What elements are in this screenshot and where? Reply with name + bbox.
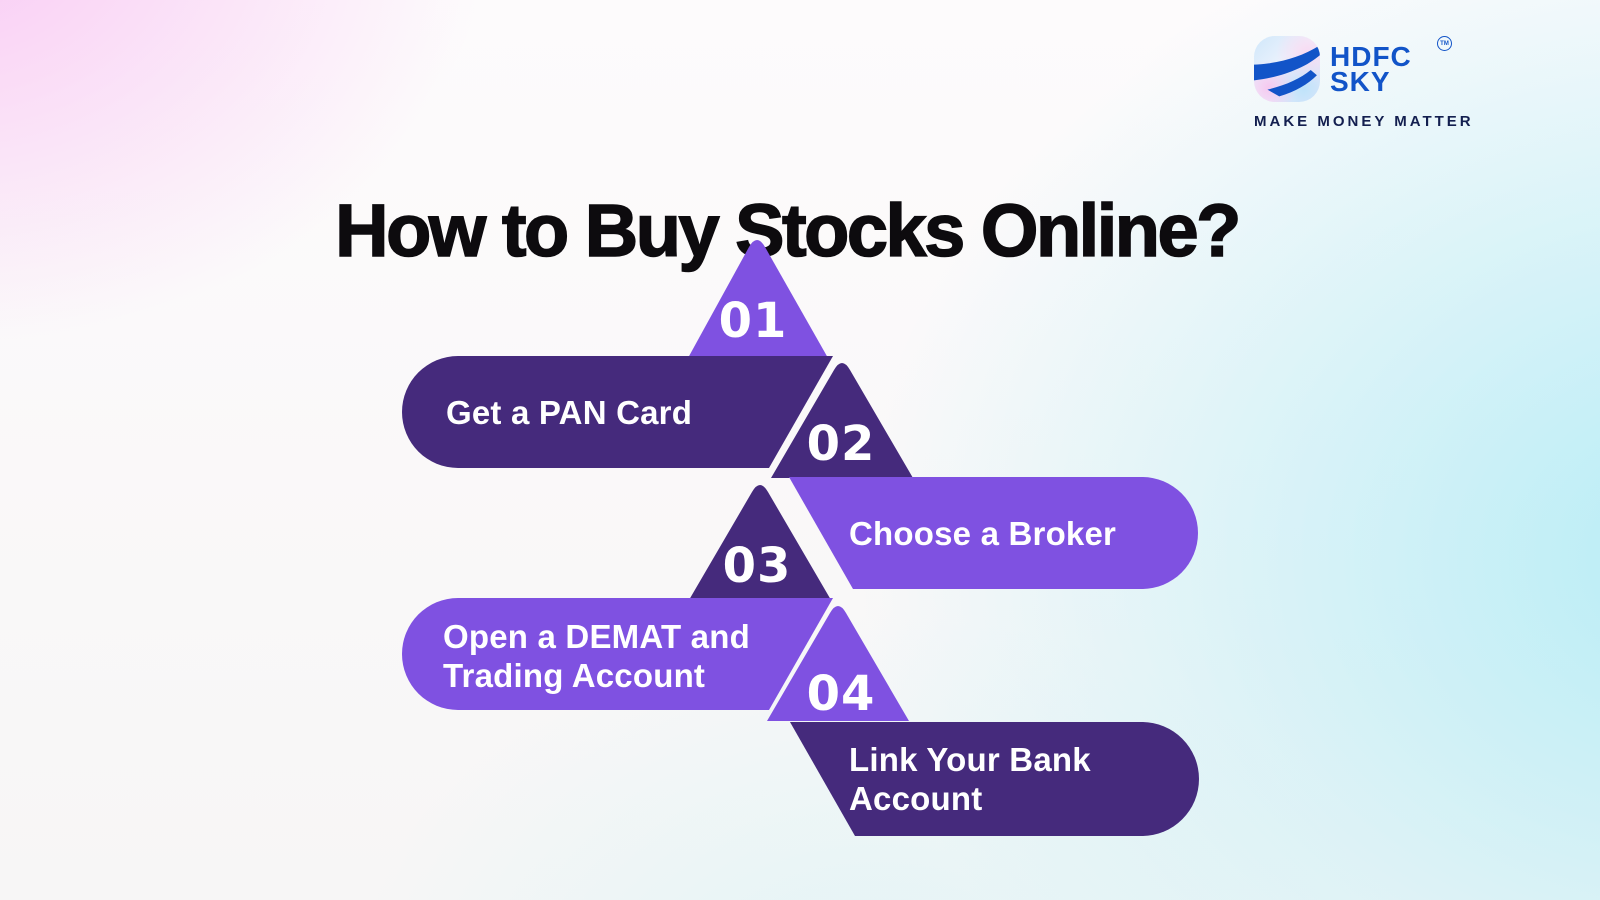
logo-swoosh-tail (1267, 70, 1317, 97)
step-3-label: Open a DEMAT and Trading Account (443, 618, 750, 694)
brand-name-line1: HDFC (1330, 41, 1412, 72)
hdfc-sky-logo-icon (1254, 36, 1320, 102)
step-4-label: Link Your Bank Account (849, 741, 1091, 817)
step-4-number: 04 (807, 666, 876, 722)
step-4-bar (790, 722, 1199, 836)
brand-logo-row: HDFC SKY TM (1254, 36, 1466, 102)
logo-swoosh-band (1254, 45, 1320, 81)
trademark-badge: TM (1437, 36, 1452, 51)
step-2-label: Choose a Broker (849, 514, 1117, 552)
step-3-bar (402, 598, 833, 710)
step-1-triangle (688, 240, 828, 358)
step-2-number: 02 (807, 416, 876, 472)
page-title: How to Buy Stocks Online? (334, 188, 1242, 273)
step-2-bar (789, 477, 1198, 589)
brand-tagline: MAKE MONEY MATTER (1254, 113, 1474, 130)
step-1-number: 01 (719, 293, 788, 349)
brand-logo: HDFC SKY TM MAKE MONEY MATTER (1254, 36, 1474, 130)
brand-wordmark: HDFC SKY (1330, 41, 1412, 97)
step-3-number: 03 (723, 538, 792, 594)
step-3-triangle (689, 485, 831, 600)
step-1-label: Get a PAN Card (446, 393, 693, 431)
step-4-triangle (767, 606, 909, 721)
brand-name-line2: SKY (1330, 66, 1391, 97)
step-2-triangle (771, 363, 913, 478)
logo-swoosh-icon (1254, 45, 1320, 97)
step-1-bar (402, 356, 833, 468)
